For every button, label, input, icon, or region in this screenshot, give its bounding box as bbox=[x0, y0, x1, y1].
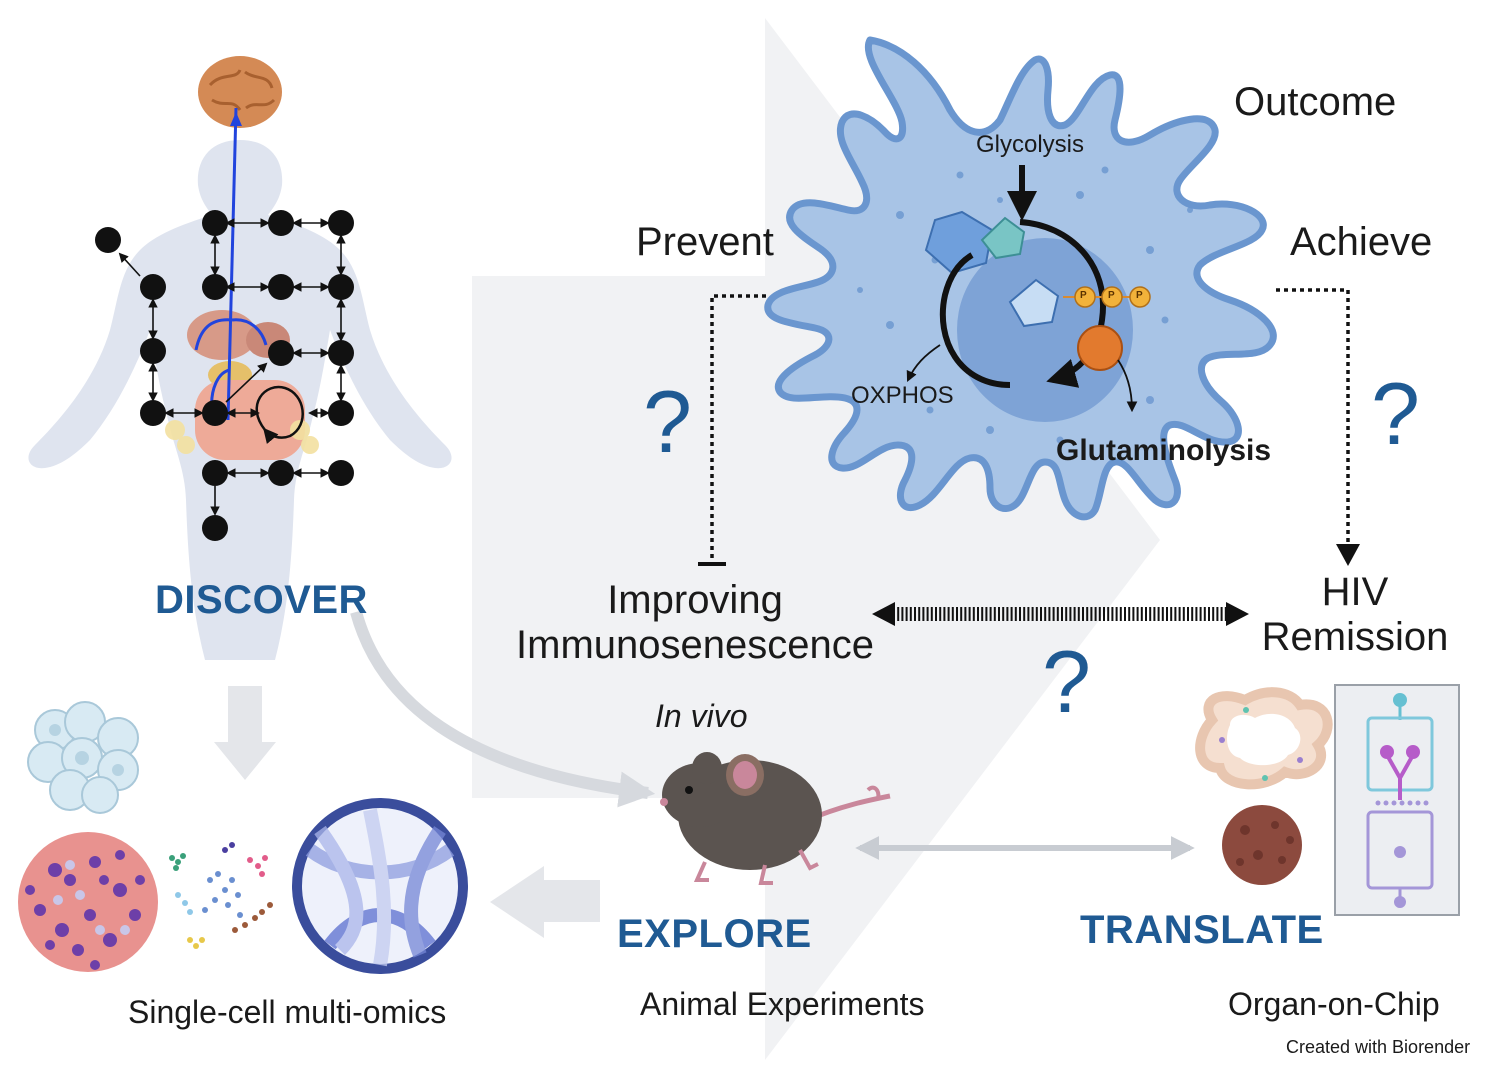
bidirectional-hatched-arrow bbox=[872, 602, 1249, 626]
in-vivo-label: In vivo bbox=[655, 698, 748, 734]
hiv-line1: HIV bbox=[1321, 570, 1389, 614]
glycolysis-label: Glycolysis bbox=[976, 131, 1085, 158]
umap-plot-icon bbox=[169, 842, 273, 949]
background-chevron bbox=[472, 18, 1160, 1060]
hexbin-plot-icon bbox=[18, 832, 158, 972]
question-mark-achieve: ? bbox=[1371, 364, 1420, 463]
phosphate-1: P bbox=[1080, 290, 1087, 301]
prevent-label: Prevent bbox=[636, 220, 774, 264]
organ-on-chip-caption: Organ-on-Chip bbox=[1228, 986, 1440, 1022]
network-graph bbox=[95, 210, 354, 541]
translate-heading: TRANSLATE bbox=[1080, 908, 1324, 952]
inhibition-line bbox=[710, 294, 766, 562]
improving-line2: Immunosenescence bbox=[516, 623, 874, 667]
phosphate-3: P bbox=[1136, 290, 1143, 301]
curved-arrow bbox=[350, 610, 656, 808]
phosphate-2: P bbox=[1108, 290, 1115, 301]
macrophage-cell-icon bbox=[764, 36, 1277, 521]
hiv-line2: Remission bbox=[1261, 615, 1449, 659]
improving-line1: Improving bbox=[607, 578, 783, 622]
oxphos-label: OXPHOS bbox=[851, 382, 954, 409]
achieve-arrow bbox=[1276, 288, 1350, 548]
explore-heading: EXPLORE bbox=[617, 912, 812, 956]
brain-icon bbox=[198, 56, 282, 128]
outcome-label: Outcome bbox=[1234, 80, 1397, 124]
circos-plot-icon bbox=[292, 798, 468, 974]
biorender-credit: Created with Biorender bbox=[1286, 1037, 1471, 1057]
glutaminolysis-label: Glutaminolysis bbox=[1056, 434, 1272, 467]
organ-chip-icon bbox=[1334, 684, 1460, 916]
animal-experiments-caption: Animal Experiments bbox=[640, 986, 925, 1022]
organoid-icon bbox=[1195, 687, 1333, 885]
left-arrow bbox=[490, 866, 600, 938]
question-mark-link: ? bbox=[1042, 632, 1091, 731]
single-cell-caption: Single-cell multi-omics bbox=[128, 994, 447, 1030]
mouse-icon bbox=[660, 752, 891, 885]
down-arrow bbox=[214, 686, 276, 780]
question-mark-prevent: ? bbox=[643, 372, 692, 471]
discover-heading: DISCOVER bbox=[155, 578, 368, 622]
achieve-label: Achieve bbox=[1290, 220, 1433, 264]
